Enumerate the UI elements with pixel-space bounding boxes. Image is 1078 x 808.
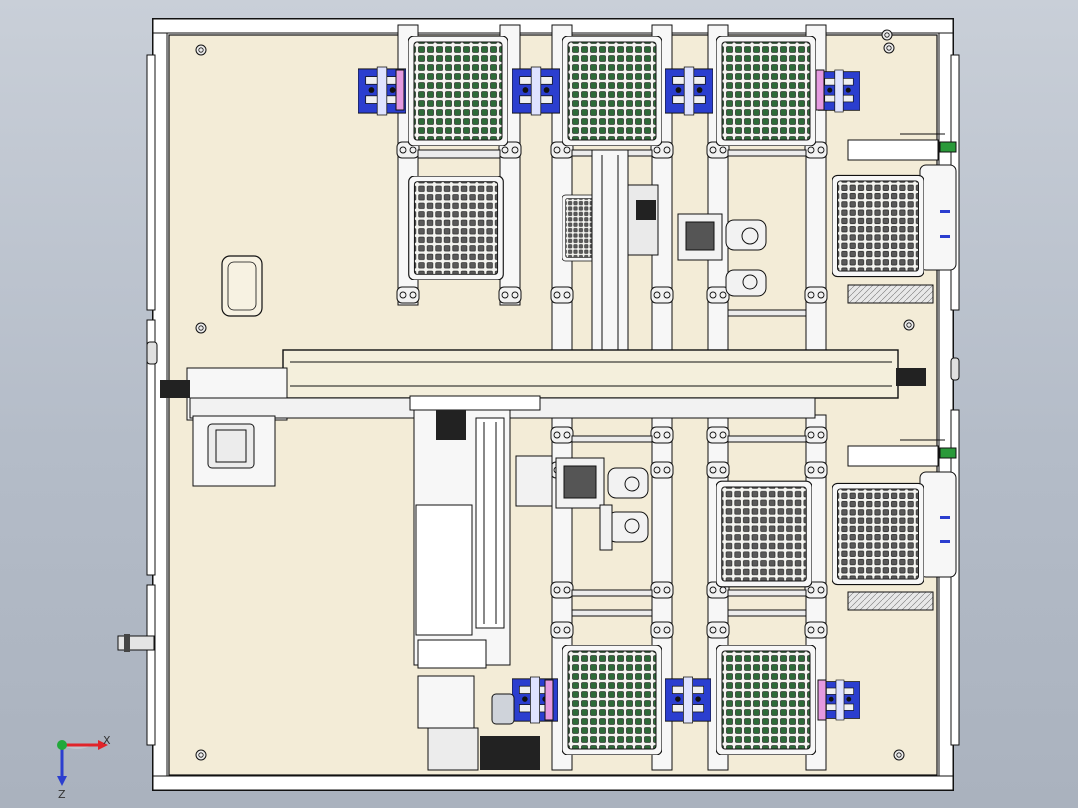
right-side-trays: [832, 133, 957, 611]
gripper-units-lower: [515, 455, 649, 551]
axis-z-label: Z: [58, 788, 66, 801]
blue-clamp-modules-bottom: [512, 676, 860, 724]
vertical-linear-axis-upper: [591, 149, 659, 356]
tray-right-upper: [832, 174, 924, 278]
vertical-linear-axis-lower: [413, 409, 511, 669]
tray-bottom-2: [716, 645, 816, 755]
tray-upper-left: [408, 176, 504, 280]
plate-cutout-inner: [227, 261, 257, 311]
gripper-units-upper: [677, 213, 767, 297]
tray-top-3: [716, 36, 816, 146]
plate-cutout: [221, 255, 263, 317]
side-connector: [117, 634, 155, 652]
horizontal-gantry-axis: [160, 349, 926, 421]
tray-lower-right: [716, 480, 812, 588]
left-mount-bracket: [192, 415, 276, 487]
tray-top-1: [408, 36, 508, 146]
axis-triad: X Z: [57, 734, 111, 801]
left-side-brackets: [146, 54, 158, 746]
tray-right-lower: [832, 482, 924, 586]
top-tray-row: [408, 36, 816, 146]
tray-top-2: [562, 36, 662, 146]
bottom-drive-unit: [417, 675, 540, 771]
tray-bottom-1: [562, 645, 662, 755]
blue-clamp-modules-top: [358, 66, 860, 116]
axis-x-label: X: [103, 734, 111, 747]
